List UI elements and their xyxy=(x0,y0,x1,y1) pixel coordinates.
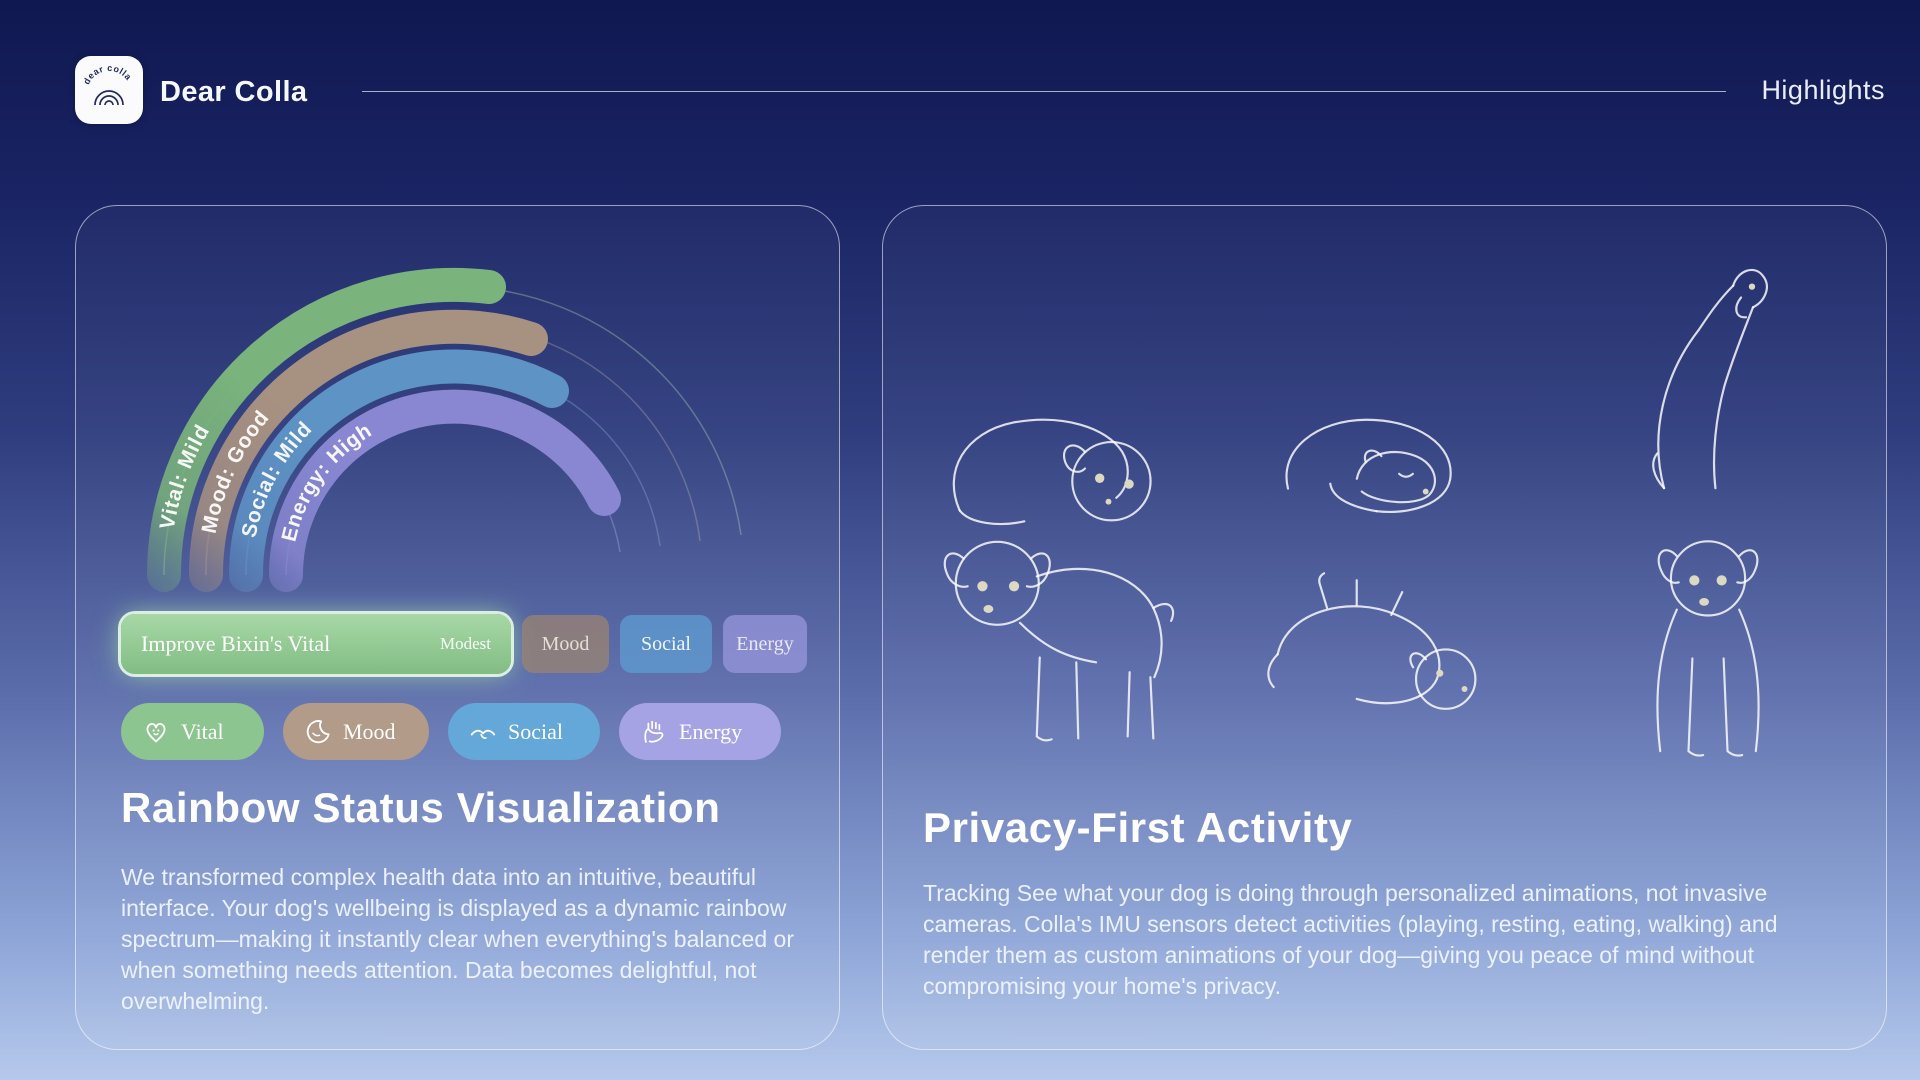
hand-icon xyxy=(644,720,664,743)
legend-label-vital: Vital xyxy=(181,718,224,744)
rainbow-status-chart: Vital: Mild Mood: Good Social: Mild Ener… xyxy=(147,267,742,592)
privacy-card: Privacy-First Activity Tracking See what… xyxy=(882,205,1887,1050)
tab-mood[interactable]: Mood xyxy=(522,615,609,673)
legend-label-energy: Energy xyxy=(679,718,743,744)
improve-vital-label: Improve Bixin's Vital xyxy=(141,631,331,656)
rainbow-card-body: We transformed complex health data into … xyxy=(121,864,794,1014)
tab-energy[interactable]: Energy xyxy=(723,615,807,673)
modest-badge: Modest xyxy=(440,634,491,653)
dog-lying-alert-illustration xyxy=(952,418,1152,526)
bird-icon xyxy=(470,729,496,739)
improve-vital-button[interactable]: Improve Bixin's Vital Modest xyxy=(121,614,511,674)
arc-mood xyxy=(188,309,548,592)
rainbow-card: Vital: Mild Mood: Good Social: Mild Ener… xyxy=(75,205,840,1050)
dog-rolling-illustration xyxy=(1267,572,1477,710)
moon-icon xyxy=(306,719,330,743)
privacy-card-title: Privacy-First Activity xyxy=(923,804,1353,851)
dog-sleeping-curled-illustration xyxy=(1285,418,1452,513)
heart-paw-icon xyxy=(146,722,166,742)
arc-energy xyxy=(268,389,621,592)
legend-label-mood: Mood xyxy=(343,718,396,744)
legend-pill-energy[interactable]: Energy xyxy=(619,703,781,760)
privacy-card-body: Tracking See what your dog is doing thro… xyxy=(923,880,1778,999)
arc-vital xyxy=(147,267,506,592)
header-divider xyxy=(362,91,1726,92)
tab-social[interactable]: Social xyxy=(620,615,712,673)
dog-standing-illustration xyxy=(943,540,1175,742)
status-legend-row: Vital Mood Social xyxy=(121,703,781,760)
legend-pill-social[interactable]: Social xyxy=(448,703,600,760)
status-action-row: Improve Bixin's Vital Modest Mood Social… xyxy=(121,614,807,674)
legend-pill-vital[interactable]: Vital xyxy=(121,703,264,760)
nav-link-highlights[interactable]: Highlights xyxy=(1761,75,1885,105)
dog-stretching-illustration xyxy=(1652,268,1768,490)
rainbow-card-title: Rainbow Status Visualization xyxy=(121,784,721,831)
legend-pill-mood[interactable]: Mood xyxy=(283,703,429,760)
brand-title: Dear Colla xyxy=(160,76,308,108)
legend-label-social: Social xyxy=(508,718,563,744)
logo-curved-text: dear colla xyxy=(81,63,133,86)
app-logo[interactable]: dear colla xyxy=(75,56,143,124)
svg-text:dear colla: dear colla xyxy=(81,63,134,86)
arc-social xyxy=(228,349,569,592)
rainbow-logo-icon: dear colla xyxy=(81,63,134,106)
dog-sitting-illustration xyxy=(1656,540,1760,757)
